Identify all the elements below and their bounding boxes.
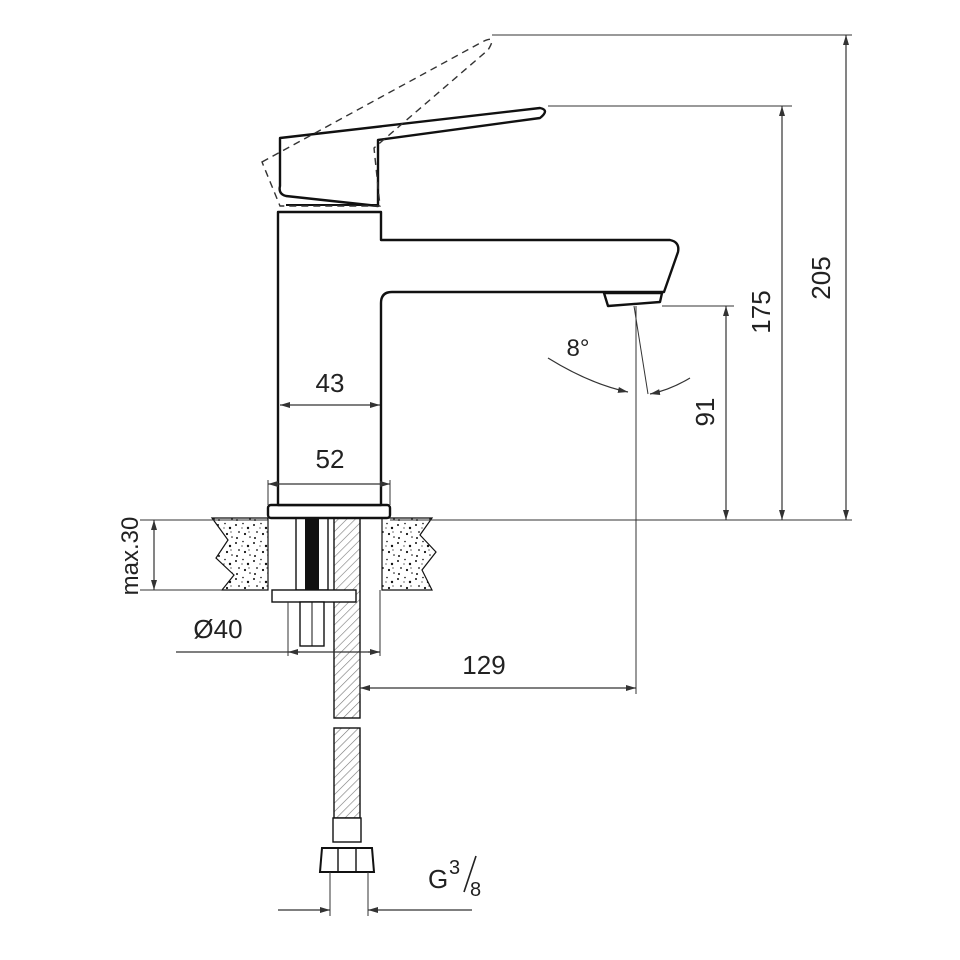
label-thread-g: G bbox=[428, 864, 448, 894]
mounting-rod bbox=[305, 518, 319, 590]
lever-handle bbox=[278, 106, 547, 208]
mounting-hardware bbox=[271, 517, 376, 873]
label-43: 43 bbox=[316, 368, 345, 398]
mounting-plate bbox=[271, 589, 357, 603]
countertop-right bbox=[381, 517, 437, 591]
label-d40: Ø40 bbox=[193, 614, 242, 644]
dimension-labels: 205 175 91 43 52 max.30 Ø40 129 8° G 3 8 bbox=[117, 256, 836, 901]
label-91: 91 bbox=[690, 398, 720, 427]
dimension-lines bbox=[151, 35, 849, 913]
label-thread-num: 3 bbox=[449, 857, 460, 879]
label-8deg: 8° bbox=[567, 335, 590, 362]
spout-angle-arc-left bbox=[547, 357, 629, 393]
label-thread: G 3 8 bbox=[428, 855, 481, 901]
label-thread-den: 8 bbox=[470, 879, 481, 901]
label-129: 129 bbox=[462, 650, 505, 680]
hex-connector bbox=[318, 847, 376, 873]
label-175: 175 bbox=[746, 290, 776, 333]
faucet-body bbox=[261, 38, 680, 520]
supply-pipe-upper bbox=[333, 517, 361, 719]
supply-pipe-lower bbox=[333, 727, 361, 819]
spout-angle-line bbox=[633, 305, 649, 395]
label-205: 205 bbox=[806, 256, 836, 299]
countertop-left bbox=[210, 517, 269, 591]
extension-lines bbox=[140, 34, 852, 916]
label-max30: max.30 bbox=[117, 517, 144, 596]
countertop bbox=[210, 517, 437, 591]
label-thread-slash bbox=[463, 855, 477, 893]
lever-open-position bbox=[261, 38, 493, 207]
pipe-fitting bbox=[332, 817, 362, 843]
faucet-base-collar bbox=[266, 503, 392, 520]
label-52: 52 bbox=[316, 444, 345, 474]
spout-aerator bbox=[602, 291, 664, 308]
spout-angle-arc-right bbox=[649, 377, 691, 395]
faucet-column-and-spout bbox=[276, 210, 680, 507]
